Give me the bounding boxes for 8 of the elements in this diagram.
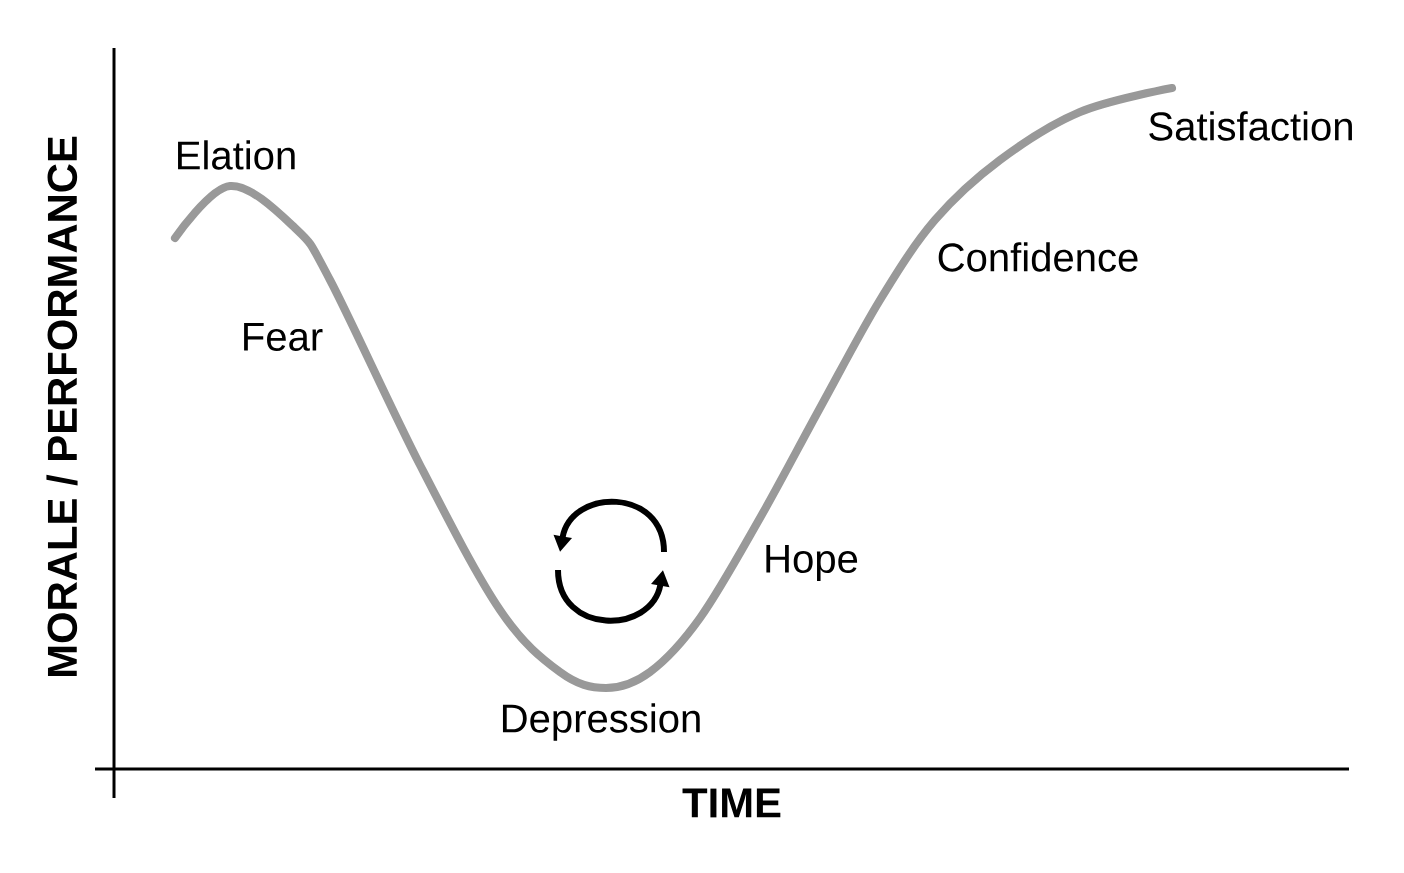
stage-label: Fear	[244, 323, 323, 351]
axis-title: TIME	[682, 788, 781, 818]
stage-label: Elation	[178, 140, 295, 170]
axis-title: MORALE / PERFORMANCE	[46, 136, 78, 677]
stage-label: Confidence	[938, 242, 1138, 272]
stage-label: Hope	[766, 545, 858, 581]
stage-label: Satisfaction	[1149, 111, 1352, 141]
stage-label: Depression	[502, 703, 700, 741]
